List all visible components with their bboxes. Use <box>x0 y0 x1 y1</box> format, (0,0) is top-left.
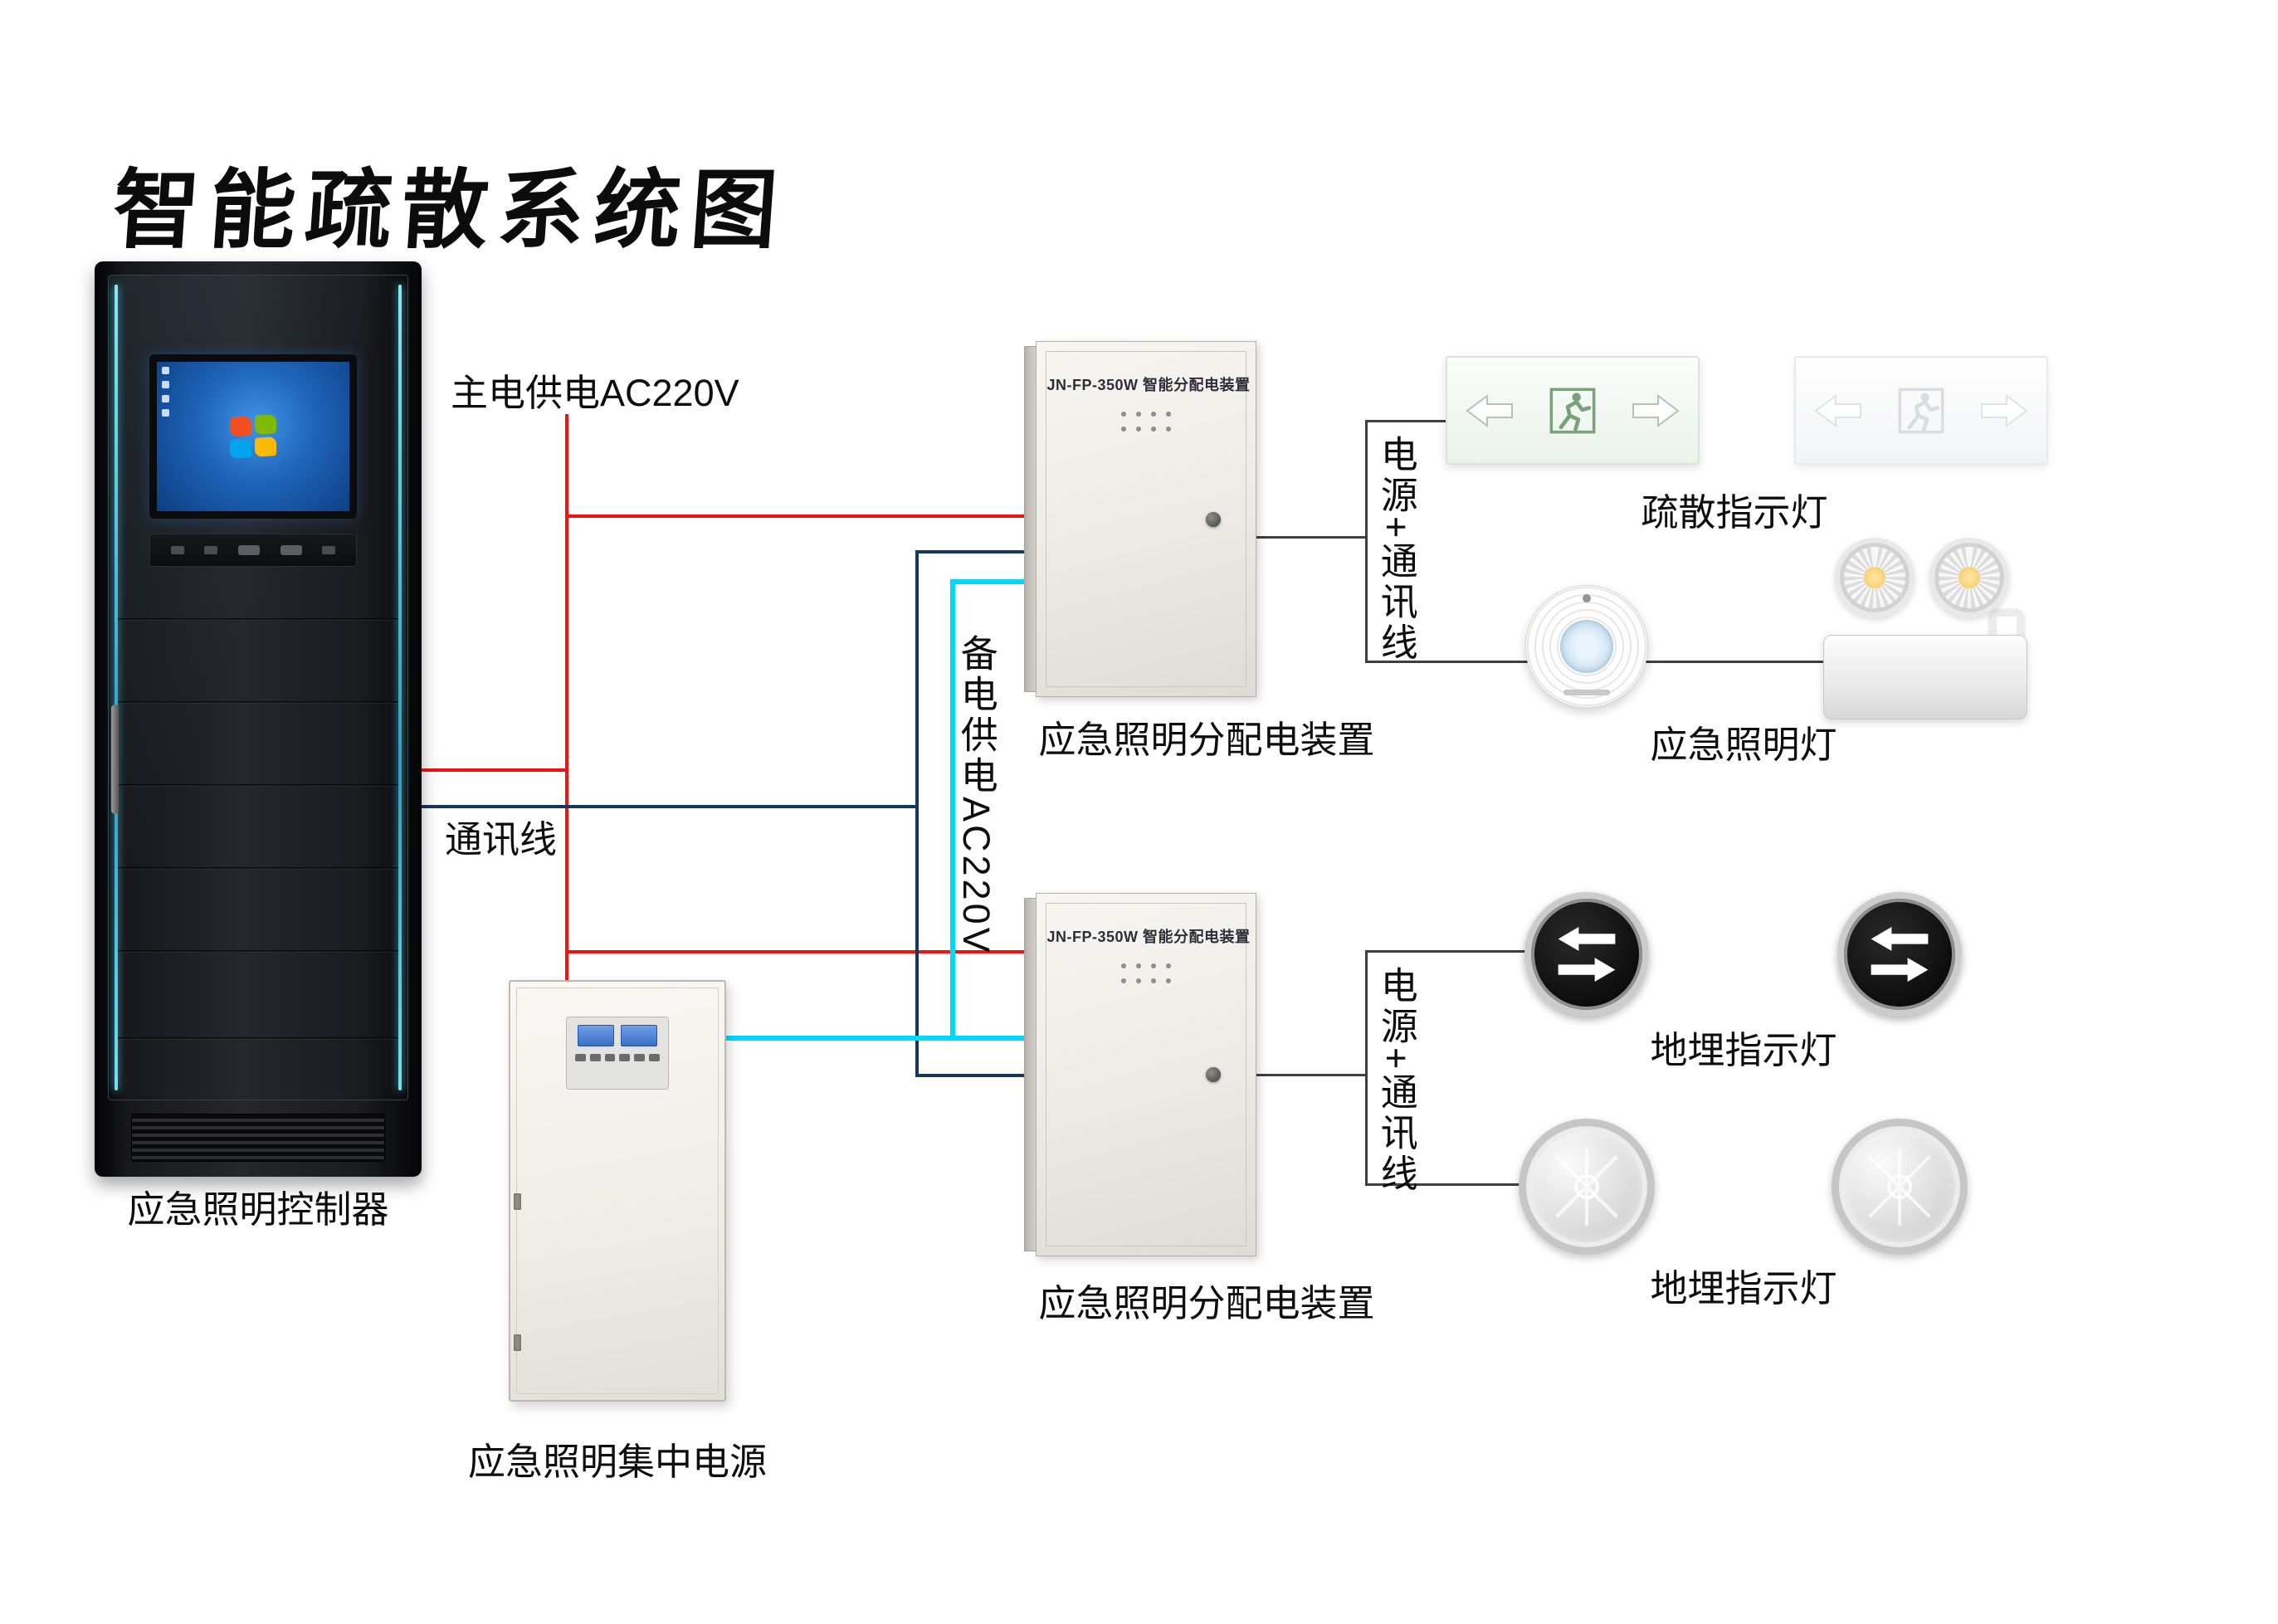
glass-pattern-icon <box>1555 1148 1618 1226</box>
power-box-lock-top <box>514 1193 521 1210</box>
panel-seam <box>118 1037 398 1040</box>
ground-arrow-light-2 <box>1837 892 1962 1017</box>
wire-distbox2-output <box>1256 1074 1368 1076</box>
power-box-door <box>516 988 719 1394</box>
label-controller: 应急照明控制器 <box>127 1188 389 1231</box>
double-arrow-icon <box>1558 927 1616 982</box>
wire-to-exit-sign <box>1365 420 1448 422</box>
lamp-head-right <box>1929 538 2009 617</box>
wire-main-power-to-distbox2 <box>565 950 1024 953</box>
door-seam <box>1046 351 1246 687</box>
wire-branch2-vertical <box>1365 950 1368 1186</box>
box-model-text: JN-FP-350W 智能分配电装置 <box>1046 929 1251 945</box>
exit-sign-green <box>1446 356 1700 465</box>
wire-backup-power-vertical <box>950 579 955 1041</box>
panel-seam <box>118 618 398 621</box>
lamp-head-left <box>1835 538 1915 617</box>
indicator-leds <box>1037 412 1256 417</box>
panel-seam <box>118 950 398 953</box>
panel-seam <box>118 784 398 787</box>
light-base <box>1823 635 2027 719</box>
power-box-lock-bottom <box>514 1334 521 1351</box>
controller-monitor <box>149 354 357 519</box>
panel-seam <box>118 867 398 870</box>
wire-branch1-vertical <box>1365 420 1368 663</box>
led-core <box>1560 620 1613 673</box>
label-exit-signs: 疏散指示灯 <box>1641 491 1828 534</box>
label-ground-lights-bottom: 地埋指示灯 <box>1650 1267 1837 1309</box>
label-central-power: 应急照明集中电源 <box>467 1441 767 1483</box>
controller-cabinet <box>95 261 422 1177</box>
wire-comm-to-distbox2 <box>915 1074 1024 1077</box>
led-strip-left <box>115 285 118 1090</box>
brand-mark <box>1563 690 1610 695</box>
ground-glass-light-1 <box>1519 1119 1655 1255</box>
label-dist-box-top: 应急照明分配电装置 <box>1038 719 1375 761</box>
running-man-icon <box>1549 388 1596 433</box>
wire-to-ground-light-top <box>1365 950 1528 953</box>
arrow-right-icon <box>1981 393 2028 427</box>
box-front-door: JN-FP-350W 智能分配电装置 <box>1036 341 1256 697</box>
wire-main-power-vertical <box>565 414 568 982</box>
label-comm-line: 通讯线 <box>445 818 558 861</box>
label-power-comm-bottom: 电源+通讯线 <box>1374 966 1417 1195</box>
indicator-leds <box>1037 427 1256 432</box>
arrow-left-icon <box>1466 393 1513 427</box>
indicator-leds <box>1037 978 1256 983</box>
label-ground-lights-top: 地埋指示灯 <box>1650 1029 1837 1071</box>
central-power-box <box>509 980 726 1402</box>
door-seam <box>1046 903 1246 1246</box>
sensor-hole <box>1583 594 1591 602</box>
distribution-box-bottom: JN-FP-350W 智能分配电装置 <box>1024 893 1256 1256</box>
box-model-text: JN-FP-350W 智能分配电装置 <box>1046 377 1251 393</box>
running-man-icon <box>1898 388 1944 433</box>
door-lock-icon <box>1206 511 1221 527</box>
glass-pattern-icon <box>1868 1148 1931 1226</box>
label-main-power: 主电供电AC220V <box>451 372 739 414</box>
arrow-left-icon <box>1814 393 1861 427</box>
indicator-leds <box>1037 963 1256 968</box>
bulb-icon <box>1958 567 1980 588</box>
door-lock-icon <box>1206 1067 1221 1083</box>
arrow-right-icon <box>1632 393 1680 427</box>
page-title: 智能疏散系统图 <box>110 158 791 261</box>
control-panel <box>149 534 357 567</box>
distribution-box-top: JN-FP-350W 智能分配电装置 <box>1024 341 1256 697</box>
wire-to-ground-light-bottom <box>1365 1183 1523 1186</box>
wire-comm-vertical <box>915 550 919 1077</box>
label-dist-box-bottom: 应急照明分配电装置 <box>1038 1282 1375 1324</box>
display-buttons <box>575 1054 660 1061</box>
bulb-icon <box>1864 567 1885 588</box>
twin-spot-emergency-light <box>1823 538 2027 719</box>
box-front-door: JN-FP-350W 智能分配电装置 <box>1036 893 1256 1256</box>
wire-comm-to-distbox1 <box>915 550 1024 554</box>
vent-grille <box>131 1114 385 1162</box>
wire-distbox1-output <box>1256 536 1368 539</box>
double-arrow-icon <box>1871 927 1929 982</box>
label-power-comm-top: 电源+通讯线 <box>1374 435 1417 664</box>
wire-backup-power-to-distbox1 <box>950 579 1024 584</box>
wire-comm-horizontal <box>415 805 919 808</box>
desktop-icons <box>162 367 169 417</box>
wire-backup-power-to-distbox2 <box>721 1036 1024 1041</box>
led-strip-right <box>398 285 402 1090</box>
round-emergency-light <box>1525 585 1648 708</box>
display-screens <box>575 1025 660 1046</box>
ground-arrow-light-1 <box>1524 892 1649 1017</box>
wire-main-power-to-distbox1 <box>565 515 1024 518</box>
ground-glass-light-2 <box>1832 1119 1968 1255</box>
panel-seam <box>118 701 398 704</box>
power-box-display <box>566 1017 669 1090</box>
door-handle <box>111 705 119 814</box>
label-backup-power: 备电供电AC220V <box>954 634 998 956</box>
windows-logo-icon <box>230 414 276 459</box>
label-emergency-lights: 应急照明灯 <box>1650 724 1837 766</box>
wire-main-power-to-controller <box>415 768 568 772</box>
exit-sign-white <box>1794 356 2048 465</box>
